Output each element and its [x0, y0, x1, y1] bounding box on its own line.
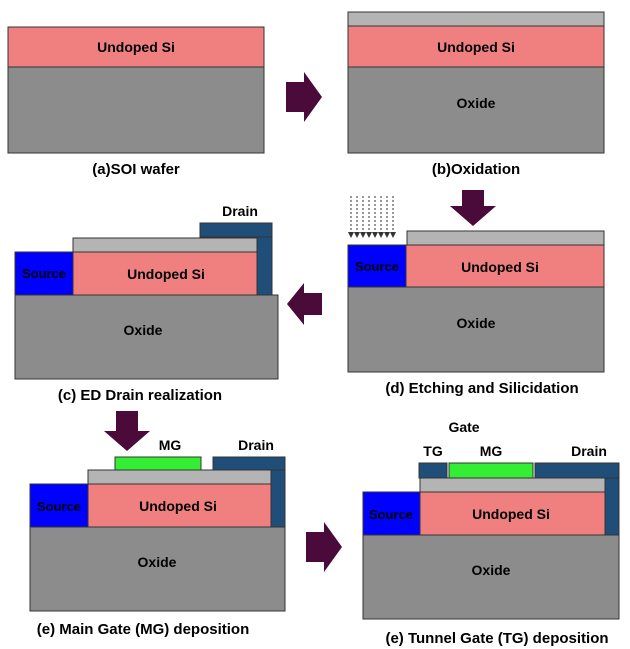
- oxide-label: Oxide: [457, 95, 496, 111]
- tg-label: TG: [423, 443, 443, 459]
- arrow-right-icon: [286, 72, 322, 122]
- source-label: Source: [37, 499, 81, 514]
- oxide-thin-layer: [419, 477, 606, 493]
- source-label: Source: [22, 266, 66, 281]
- drain-label: Drain: [222, 203, 258, 219]
- oxide-thin-layer: [72, 237, 258, 253]
- panel-c: Drain Source Undoped Si Oxide (c) ED Dra…: [14, 203, 279, 404]
- undoped-si-label: Undoped Si: [139, 498, 217, 514]
- panel-e: MG Drain Source Undoped Si Oxide (e) Mai…: [29, 437, 286, 638]
- source-label: Source: [369, 507, 413, 522]
- undoped-si-layer: [87, 483, 272, 528]
- oxide-layer: [7, 66, 265, 154]
- arrow-down-icon: [104, 411, 150, 451]
- oxide-layer: [14, 294, 279, 380]
- mg-label: MG: [159, 437, 182, 453]
- etching-arrows-icon: [350, 196, 394, 232]
- oxide-thin-layer: [347, 11, 605, 27]
- oxide-layer: [29, 526, 286, 612]
- panel-d: Source Undoped Si Oxide (d) Etching and …: [347, 196, 605, 397]
- undoped-si-layer: [419, 491, 606, 536]
- undoped-si-layer: [405, 244, 605, 288]
- oxide-label: Oxide: [124, 322, 163, 338]
- oxide-layer: [347, 66, 605, 154]
- drain-sidewall: [256, 236, 273, 296]
- caption-a: (a)SOI wafer: [92, 161, 180, 178]
- oxide-layer: [362, 534, 620, 620]
- caption-c: (c) ED Drain realization: [58, 387, 222, 404]
- undoped-si-label: Undoped Si: [472, 506, 550, 522]
- caption-b: (b)Oxidation: [432, 161, 520, 178]
- tunnel-gate: [418, 462, 448, 479]
- mg-label: MG: [480, 443, 503, 459]
- arrow-right-icon: [306, 522, 342, 572]
- oxide-label: Oxide: [472, 562, 511, 578]
- main-gate: [114, 456, 202, 471]
- undoped-si-layer: [347, 25, 605, 68]
- undoped-si-label: Undoped Si: [97, 39, 175, 55]
- oxide-thin-layer: [87, 469, 272, 485]
- undoped-si-label: Undoped Si: [461, 259, 539, 275]
- drain-sidewall: [270, 469, 286, 528]
- undoped-si-label: Undoped Si: [437, 39, 515, 55]
- oxide-label: Oxide: [457, 315, 496, 331]
- undoped-si-layer: [72, 251, 258, 296]
- panel-b: Undoped Si Oxide (b)Oxidation: [347, 11, 605, 178]
- panel-a: Undoped Si (a)SOI wafer: [7, 26, 265, 178]
- drain-contact: [199, 222, 273, 238]
- oxide-layer: [347, 286, 605, 373]
- drain-label: Drain: [571, 443, 607, 459]
- gate-label: Gate: [448, 419, 479, 435]
- undoped-si-layer: [7, 26, 265, 68]
- drain-contact: [212, 456, 286, 471]
- caption-e: (e) Main Gate (MG) deposition: [37, 621, 250, 638]
- caption-f: (e) Tunnel Gate (TG) deposition: [385, 630, 608, 647]
- panel-f: Gate TG MG Drain Source Undoped Si Oxide…: [362, 419, 620, 647]
- arrow-down-icon: [450, 190, 496, 226]
- caption-d: (d) Etching and Silicidation: [385, 380, 578, 397]
- oxide-label: Oxide: [138, 554, 177, 570]
- drain-label: Drain: [238, 437, 274, 453]
- drain-contact: [534, 462, 620, 479]
- source-label: Source: [355, 259, 399, 274]
- source-region: [14, 251, 74, 296]
- main-gate: [448, 462, 534, 479]
- oxide-thin-layer: [406, 230, 605, 246]
- arrow-left-icon: [287, 283, 322, 325]
- drain-sidewall: [604, 477, 620, 536]
- undoped-si-label: Undoped Si: [127, 266, 205, 282]
